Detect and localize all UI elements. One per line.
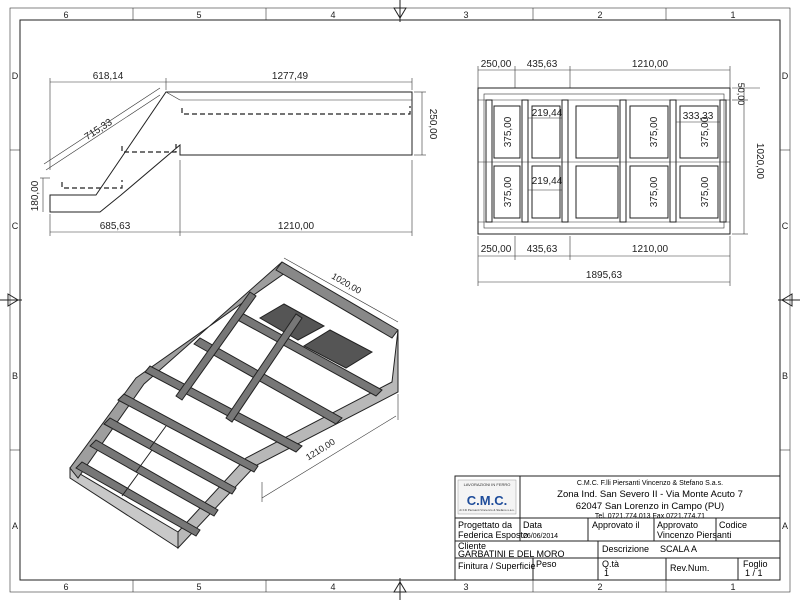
top-dim-bot-c: 1210,00 [632, 244, 669, 255]
zone-col-top-6: 6 [63, 10, 68, 20]
zone-col-top-5: 5 [196, 10, 201, 20]
zone-col-bottom-4: 4 [330, 582, 335, 592]
date-label: Data [523, 520, 542, 530]
designed-by-value: Federica Esposto [458, 530, 528, 540]
logo-sub-text: di F.lli Piersanti Vincenzo & Stefano s.… [459, 508, 514, 512]
client-label: Cliente [458, 541, 486, 551]
side-dim-top-left: 618,14 [93, 71, 124, 82]
company-address-1: Zona Ind. San Severo II - Via Monte Acut… [557, 489, 743, 500]
zone-col-top-4: 4 [330, 10, 335, 20]
top-dim-375-6: 375,00 [700, 176, 711, 207]
company-phone: Tel. 0721.774.013 Fax 0721.774.71 [595, 513, 705, 520]
top-dim-375-2: 375,00 [503, 176, 514, 207]
cmc-logo [457, 479, 517, 515]
top-dim-b: 435,63 [527, 59, 558, 70]
top-dim-bot-b: 435,63 [527, 244, 558, 255]
zone-col-bottom-3: 3 [463, 582, 468, 592]
approved-by-label: Approvato [657, 520, 698, 530]
date-value: 26/06/2014 [523, 533, 558, 540]
side-view [40, 78, 426, 236]
top-dim-c: 1210,00 [632, 59, 669, 70]
side-dim-right: 250,00 [427, 109, 438, 140]
finish-label: Finitura / Superficie [458, 561, 536, 571]
top-dim-219-a: 219,44 [532, 108, 563, 119]
code-label: Codice [719, 520, 747, 530]
top-dim-375-4: 375,00 [649, 176, 660, 207]
zone-row-right-c: C [782, 221, 789, 231]
top-dim-right: 1020,00 [754, 143, 765, 180]
top-dim-375-1: 375,00 [503, 116, 514, 147]
top-dim-219-b: 219,44 [532, 176, 563, 187]
approved-on-label: Approvato il [592, 520, 640, 530]
company-address-2: 62047 San Lorenzo in Campo (PU) [576, 501, 724, 512]
zone-row-right-a: A [782, 521, 788, 531]
zone-row-left-a: A [12, 521, 18, 531]
qty-label: Q.tà [602, 559, 619, 569]
top-dim-a: 250,00 [481, 59, 512, 70]
logo-name: C.M.C. [467, 493, 507, 508]
zone-col-top-2: 2 [597, 10, 602, 20]
top-dim-bot-a: 250,00 [481, 244, 512, 255]
zone-row-left-d: D [12, 71, 19, 81]
top-dim-50: 50,00 [736, 83, 746, 106]
description-label: Descrizione [602, 544, 649, 554]
zone-col-top-3: 3 [463, 10, 468, 20]
weight-label: Peso [536, 559, 557, 569]
top-dim-375-5: 375,00 [700, 116, 711, 147]
zone-col-bottom-1: 1 [730, 582, 735, 592]
iso-dim-length: 1210,00 [304, 437, 337, 463]
qty-value: 1 [604, 568, 609, 578]
zone-row-right-b: B [782, 371, 788, 381]
sheet-value: 1 / 1 [745, 568, 763, 578]
side-dim-bottom-right: 1210,00 [278, 221, 315, 232]
top-dim-375-3: 375,00 [649, 116, 660, 147]
zone-row-right-d: D [782, 71, 789, 81]
logo-top-text: LAVORAZIONI IN FERRO [464, 482, 511, 487]
side-dim-top-right: 1277,49 [272, 71, 309, 82]
side-dim-bottom-left: 685,63 [100, 221, 131, 232]
top-dim-total: 1895,63 [586, 270, 623, 281]
side-dim-diag: 715,33 [83, 117, 115, 143]
zone-col-bottom-6: 6 [63, 582, 68, 592]
designed-by-label: Progettato da [458, 520, 512, 530]
revision-label: Rev.Num. [670, 563, 709, 573]
title-block [454, 475, 781, 581]
zone-col-bottom-2: 2 [597, 582, 602, 592]
approved-by-value: Vincenzo Piersanti [657, 530, 731, 540]
isometric-view [69, 257, 399, 550]
side-dim-left: 180,00 [30, 180, 41, 211]
company-name: C.M.C. F.lli Piersanti Vincenzo & Stefan… [577, 480, 723, 487]
zone-col-bottom-5: 5 [196, 582, 201, 592]
zone-row-left-c: C [12, 221, 19, 231]
client-value: GARBATINI E DEL MORO [458, 549, 565, 559]
iso-dim-width: 1020,00 [330, 271, 363, 296]
description-value: SCALA A [660, 544, 697, 554]
top-dim-333: 333,33 [683, 111, 714, 122]
zone-row-left-b: B [12, 371, 18, 381]
sheet-label: Foglio [743, 559, 768, 569]
top-view [477, 66, 760, 286]
zone-col-top-1: 1 [730, 10, 735, 20]
